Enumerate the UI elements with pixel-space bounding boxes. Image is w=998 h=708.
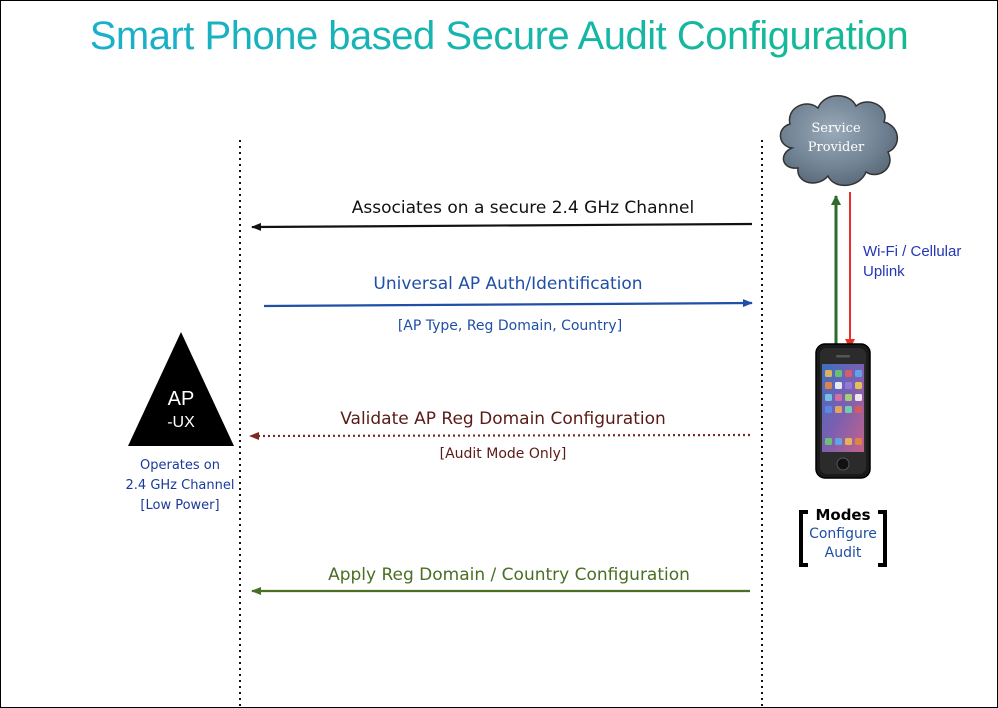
- uplink-label-line1: Wi-Fi / Cellular: [863, 243, 962, 260]
- ap-desc-line: 2.4 GHz Channel: [125, 478, 235, 493]
- message-label-validate: Validate AP Reg Domain Configuration: [340, 409, 666, 429]
- uplink-label: Wi-Fi / Cellular Uplink: [863, 242, 961, 282]
- mode-item-audit: Audit: [824, 545, 862, 561]
- uplink-label-line2: Uplink: [863, 263, 905, 280]
- modes-box: Modes Configure Audit: [809, 506, 877, 563]
- ap-triangle-icon: [128, 332, 234, 446]
- ap-name: AP: [167, 388, 195, 410]
- message-sublabel-auth: [AP Type, Reg Domain, Country]: [397, 318, 623, 334]
- cloud-label-line1: Service: [811, 121, 861, 136]
- ap-description: Operates on 2.4 GHz Channel [Low Power]: [126, 456, 235, 516]
- cloud-label-line2: Provider: [807, 140, 865, 155]
- message-arrow-validate: [249, 431, 751, 440]
- modes-right-bracket: [878, 510, 887, 567]
- message-label-auth: Universal AP Auth/Identification: [373, 274, 643, 294]
- message-arrow-associate: [251, 222, 753, 231]
- mode-item-configure: Configure: [809, 526, 877, 542]
- message-label-associate: Associates on a secure 2.4 GHz Channel: [351, 198, 695, 218]
- message-arrow-auth: [263, 299, 753, 308]
- cloud-label: Service Provider: [808, 119, 865, 157]
- modes-left-bracket: [799, 510, 808, 567]
- message-label-apply: Apply Reg Domain / Country Configuration: [328, 565, 690, 585]
- modes-title: Modes: [815, 506, 871, 524]
- ap-model: -UX: [167, 414, 195, 431]
- smartphone-icon: [815, 343, 871, 479]
- message-sublabel-validate: [Audit Mode Only]: [439, 446, 567, 462]
- diagram-title: Smart Phone based Secure Audit Configura…: [0, 14, 998, 59]
- ap-desc-line: [Low Power]: [140, 498, 220, 513]
- ap-desc-line: Operates on: [139, 458, 220, 473]
- service-provider-cloud-icon: [779, 95, 898, 186]
